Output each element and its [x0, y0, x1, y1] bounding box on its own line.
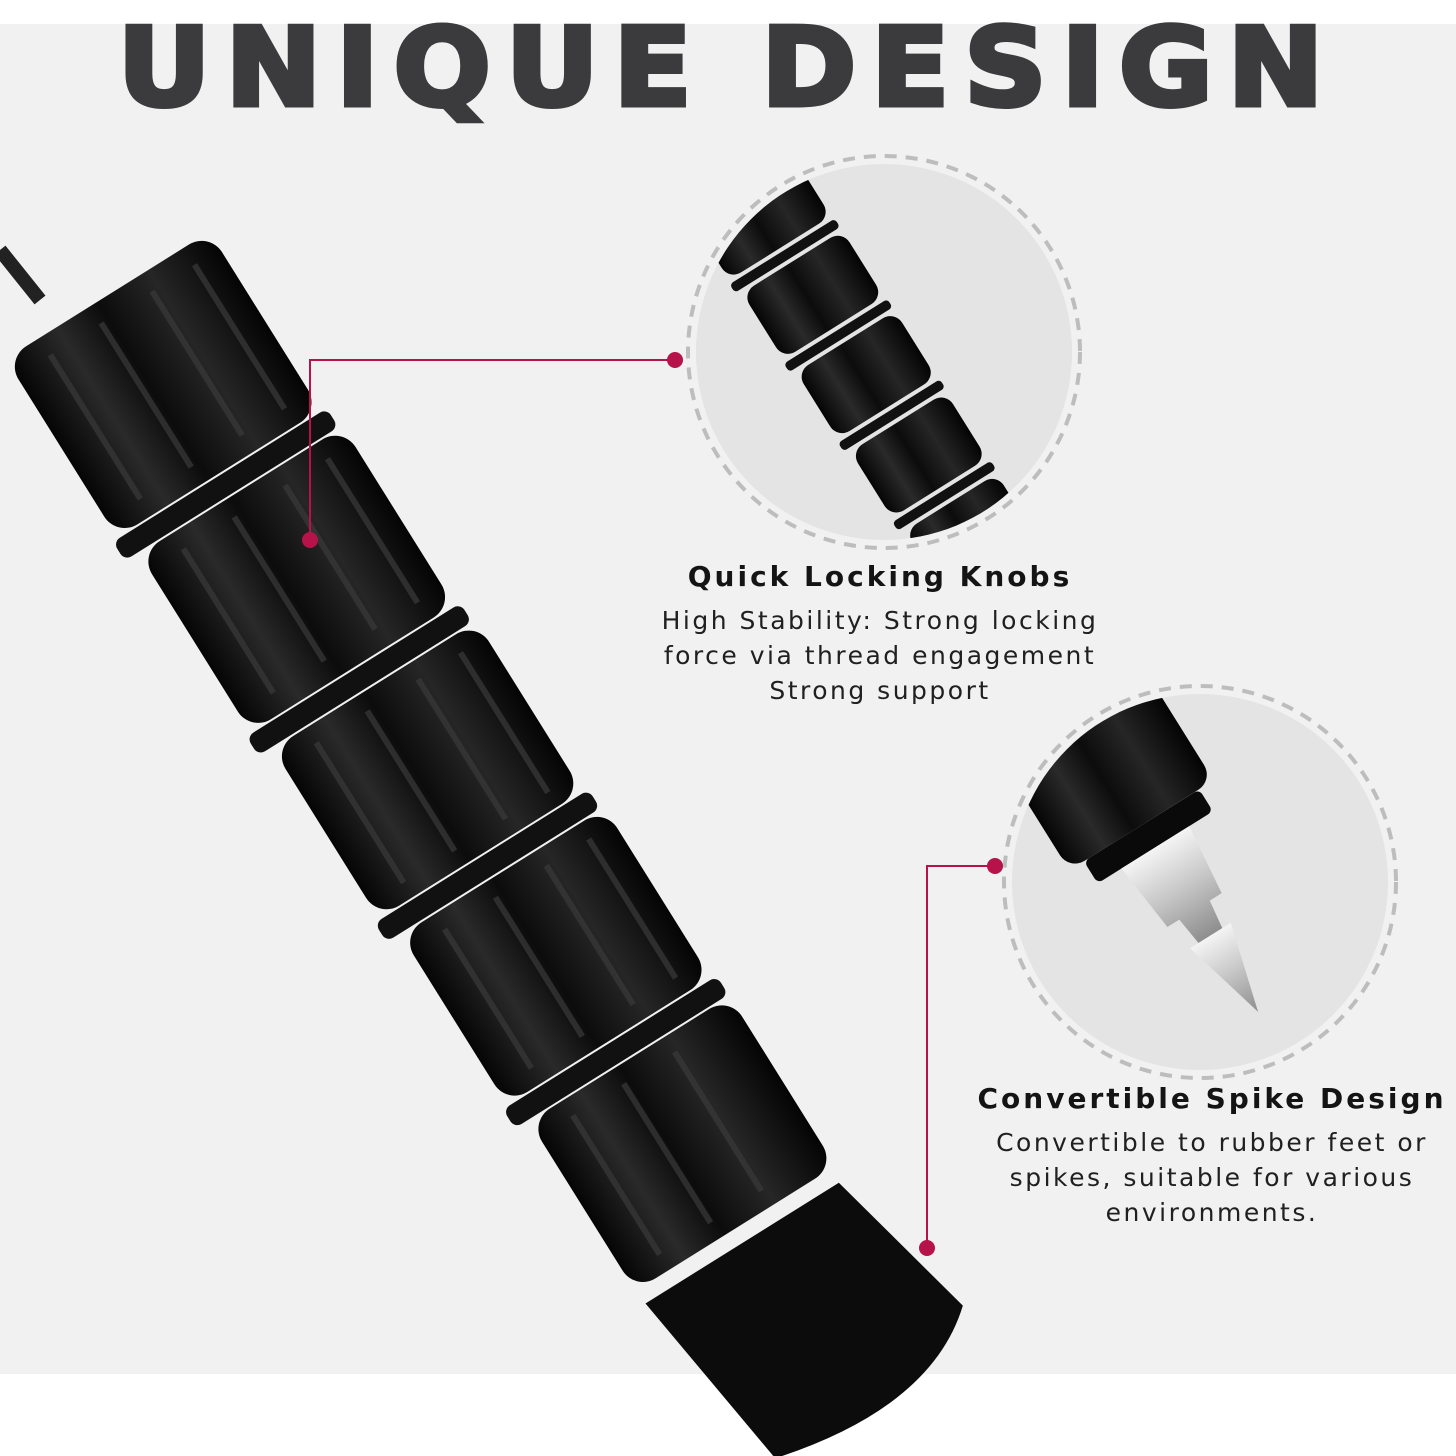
- page-title: UNIQUE DESIGN: [115, 6, 1339, 131]
- feature-description-line: Convertible to rubber feet or: [996, 1128, 1428, 1157]
- knobs-detail-circle: [686, 154, 1082, 550]
- feature-description-line: environments.: [1105, 1198, 1319, 1227]
- feature-description-line: High Stability: Strong locking: [661, 606, 1099, 635]
- knobs-callout-dot: [302, 532, 318, 548]
- feature-title: Convertible Spike Design: [977, 1082, 1447, 1115]
- feature-description-line: force via thread engagement: [663, 641, 1097, 670]
- feature-description-line: Strong support: [769, 676, 991, 705]
- spike-detail-circle: [1002, 684, 1398, 1080]
- feature-title: Quick Locking Knobs: [687, 560, 1073, 593]
- feature-convertible-spike: Convertible Spike Design Convertible to …: [968, 1082, 1456, 1230]
- spike-callout-dot: [919, 1240, 935, 1256]
- feature-description-line: spikes, suitable for various: [1009, 1163, 1415, 1192]
- knobs-callout-connector: [309, 359, 675, 540]
- feature-quick-locking-knobs: Quick Locking Knobs High Stability: Stro…: [600, 560, 1160, 708]
- spike-callout-connector: [926, 865, 995, 1248]
- knobs-callout-dot-end: [667, 352, 683, 368]
- tripod-leg-illustration: [0, 240, 963, 1456]
- spike-callout-dot-end: [987, 858, 1003, 874]
